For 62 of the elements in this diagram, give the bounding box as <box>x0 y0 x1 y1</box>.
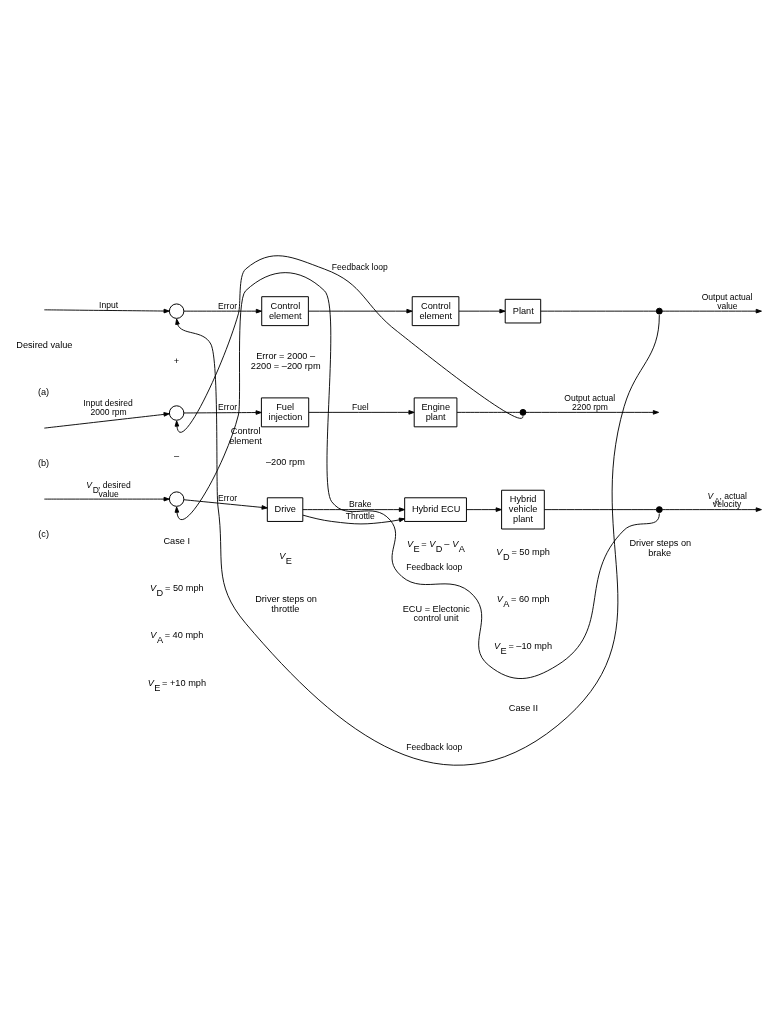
label: Case I <box>163 536 191 547</box>
node-circle <box>168 405 185 421</box>
arrow <box>458 308 506 314</box>
label: – <box>173 450 180 461</box>
edge-label: Error <box>218 401 237 412</box>
label: Driver steps on throttle <box>255 594 317 615</box>
label: (c) <box>38 529 49 540</box>
arrow <box>308 410 415 415</box>
edge-label: Input <box>99 300 119 311</box>
node-box: Fuel injection <box>260 397 310 428</box>
node-box: Hybrid ECU <box>404 497 467 522</box>
node-dot <box>655 307 663 315</box>
node-dot <box>519 408 527 416</box>
arrow <box>308 308 413 314</box>
label: Driver steps on brake <box>629 537 692 558</box>
edge-label: Feedback loop <box>406 741 463 752</box>
connector <box>543 509 657 511</box>
arrow <box>174 272 660 679</box>
arrow <box>661 308 762 314</box>
edge-label: Error <box>218 300 237 311</box>
arrow <box>43 496 170 502</box>
edge-label: Feedback loop <box>331 262 388 273</box>
arrow <box>174 255 524 433</box>
node-circle <box>168 303 185 319</box>
label: Case II <box>508 702 538 713</box>
arrow <box>183 410 262 415</box>
label: –200 rpm <box>266 456 305 467</box>
connector <box>540 310 657 312</box>
label: + <box>173 356 180 367</box>
edge-label: Fuel <box>352 401 369 412</box>
label: Desired value <box>16 339 73 350</box>
node-box: Hybrid vehicle plant <box>501 489 545 530</box>
edge-label: Output actual value <box>701 291 753 311</box>
node-box: Plant <box>504 298 542 324</box>
node-dot <box>655 506 663 514</box>
arrow <box>43 412 170 429</box>
node-box: Control element <box>411 296 460 327</box>
node-circle <box>168 491 185 507</box>
edge-label: Throttle <box>345 511 375 522</box>
node-box: Engine plant <box>413 397 458 428</box>
label: (a) <box>37 387 50 398</box>
edge-label: Input desired 2000 rpm <box>83 398 133 418</box>
edge-label: Feedback loop <box>406 561 463 572</box>
node-box: Drive <box>266 497 304 522</box>
arrow <box>302 514 406 525</box>
arrow <box>525 410 660 415</box>
arrow <box>183 308 262 314</box>
label: Error = 2000 – 2200 = –200 rpm <box>250 351 321 372</box>
edge-label: Output actual 2200 rpm <box>564 392 616 412</box>
edge-label: Brake <box>349 499 372 510</box>
edge-label: Error <box>218 492 237 503</box>
arrow <box>302 507 406 512</box>
node-label: Control element <box>229 426 262 447</box>
arrow <box>175 314 660 766</box>
arrow <box>43 308 170 314</box>
arrow <box>183 499 268 510</box>
arrow <box>661 507 762 512</box>
node-box: Control element <box>261 296 309 327</box>
label: ECU = Electonic control unit <box>402 603 470 624</box>
label: (b) <box>37 458 50 469</box>
connector <box>456 411 521 413</box>
arrow <box>466 507 502 512</box>
